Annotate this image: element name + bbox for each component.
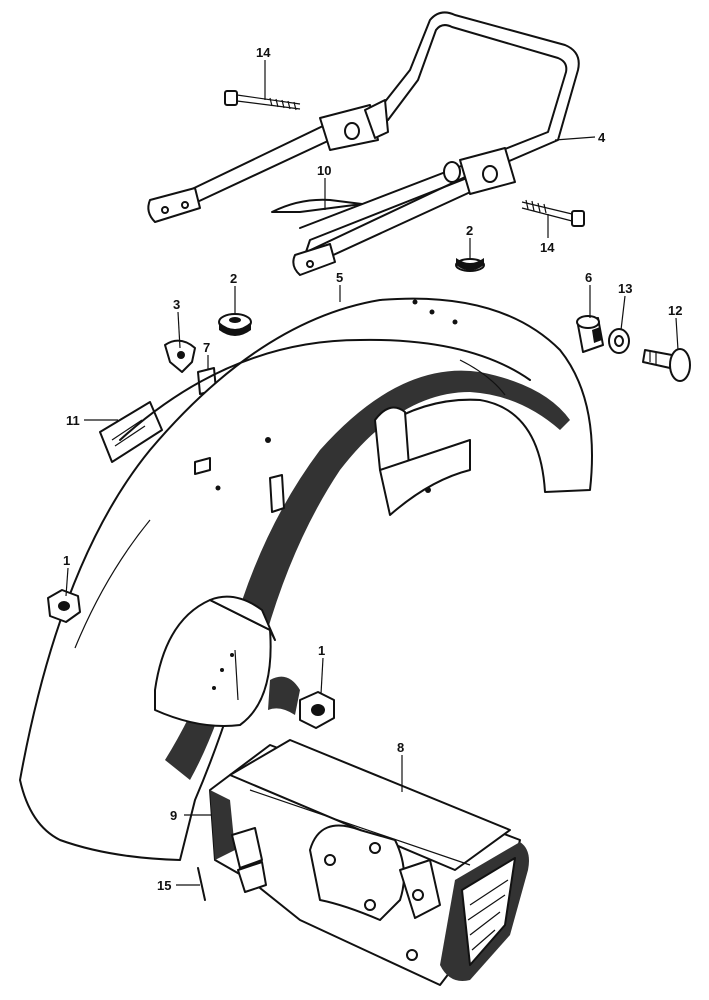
clip-icon (164, 339, 196, 373)
callout-7: 7 (203, 340, 210, 355)
tail-light-icon (209, 739, 529, 986)
callout-8: 8 (397, 740, 404, 755)
callout-5: 5 (336, 270, 343, 285)
callout-1: 1 (318, 643, 325, 658)
bracket-icon (154, 595, 300, 727)
callout-15: 15 (157, 878, 171, 893)
strip-icon (271, 198, 363, 213)
callout-14: 14 (540, 240, 555, 255)
callout-2: 2 (230, 271, 237, 286)
callout-12: 12 (668, 303, 682, 318)
callout-13: 13 (618, 281, 632, 296)
callout-14: 14 (256, 45, 271, 60)
grommet-icon (576, 315, 604, 353)
callout-3: 3 (173, 297, 180, 312)
bolt-icon (521, 199, 585, 227)
callout-11: 11 (66, 413, 80, 428)
grab-rail-icon (147, 11, 580, 276)
callout-6: 6 (585, 270, 592, 285)
callout-1: 1 (63, 553, 70, 568)
nut-icon (299, 691, 335, 729)
callout-10: 10 (317, 163, 331, 178)
callout-2: 2 (466, 223, 473, 238)
grommet-icon (218, 313, 252, 336)
pin-icon (197, 867, 206, 901)
leader-lines (65, 60, 679, 886)
bolt-icon (224, 90, 301, 111)
callout-9: 9 (170, 808, 177, 823)
callout-4: 4 (598, 130, 606, 145)
nut-icon (47, 589, 81, 623)
bolt-icon (642, 348, 691, 382)
washer-icon (608, 328, 630, 354)
